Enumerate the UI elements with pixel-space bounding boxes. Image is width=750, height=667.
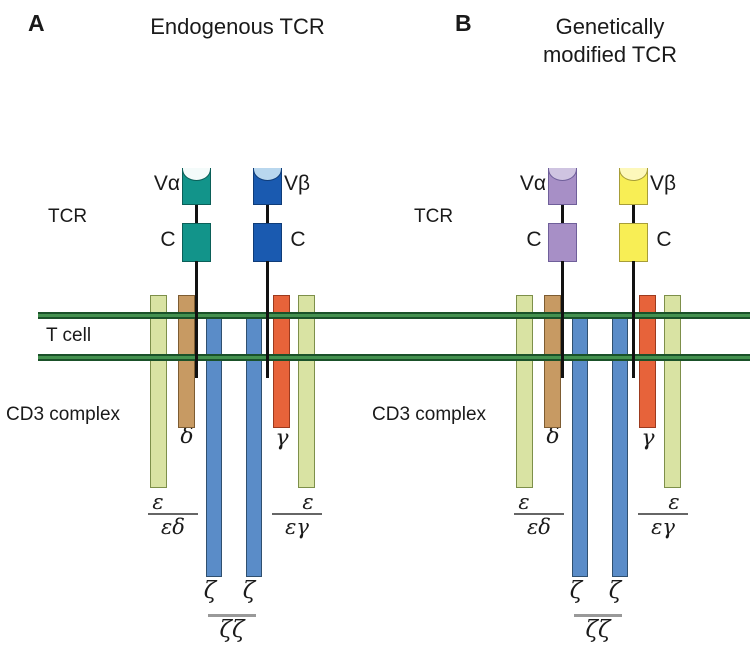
zeta-1-label: ζ	[203, 578, 217, 604]
panel-title-line1: Genetically	[555, 14, 665, 39]
cd3-gamma-bar	[273, 295, 290, 428]
v-alpha-domain	[548, 168, 577, 205]
beta-vc-connector	[632, 204, 635, 224]
zeta-zeta-label: ζζ	[219, 617, 245, 643]
membrane-outer-line	[38, 312, 750, 319]
alpha-chain-line	[195, 261, 198, 378]
cd3-delta-bar	[544, 295, 561, 428]
zeta-2-label: ζ	[608, 578, 622, 604]
panel-letter: B	[455, 10, 472, 36]
zeta-1-label: ζ	[569, 578, 583, 604]
delta-label: δ	[546, 424, 560, 449]
c-beta-label: C	[656, 228, 672, 251]
beta-chain-line	[632, 261, 635, 378]
epsilon-delta-label: εδ	[527, 515, 551, 539]
epsilon-delta-fraction-line	[514, 513, 564, 515]
epsilon-left-numerator: ε	[518, 490, 530, 514]
tcr-label: TCR	[48, 206, 88, 227]
delta-label: δ	[180, 424, 194, 449]
c-alpha-label: C	[160, 228, 176, 251]
epsilon-delta-fraction-line	[148, 513, 198, 515]
alpha-chain-line	[561, 261, 564, 378]
c-beta-label: C	[290, 228, 306, 251]
membrane-inner-line	[38, 354, 750, 361]
alpha-vc-connector	[195, 204, 198, 224]
panel-title: Genetically modified TCR	[466, 13, 750, 69]
tcr-label: TCR	[414, 206, 454, 227]
t-cell-label: T cell	[46, 325, 92, 346]
v-beta-domain	[619, 168, 648, 205]
epsilon-gamma-label: εγ	[285, 515, 309, 539]
cd3-gamma-bar	[639, 295, 656, 428]
cd3-complex-label: CD3 complex	[6, 404, 121, 425]
c-alpha-domain	[182, 223, 211, 262]
panel-title-line2: modified TCR	[542, 42, 678, 67]
gamma-label: γ	[641, 426, 655, 451]
cd3-delta-bar	[178, 295, 195, 428]
cd3-complex-label: CD3 complex	[372, 404, 487, 425]
v-alpha-notch	[182, 168, 211, 181]
c-beta-domain	[253, 223, 282, 262]
v-alpha-domain	[182, 168, 211, 205]
panel-title-line1: Endogenous TCR	[150, 14, 325, 39]
panel-endogenous-tcr: A Endogenous TCR TCR Vα C Vβ C CD3 comp	[6, 10, 325, 643]
v-alpha-label: Vα	[153, 172, 180, 195]
cd3-epsilon-right-bar	[664, 295, 681, 488]
v-beta-notch	[619, 168, 648, 181]
panel-letter: A	[28, 10, 45, 36]
epsilon-right-numerator: ε	[302, 490, 314, 514]
v-beta-domain	[253, 168, 282, 205]
v-beta-label: Vβ	[650, 172, 677, 195]
zeta-zeta-label: ζζ	[585, 617, 611, 643]
beta-vc-connector	[266, 204, 269, 224]
gamma-label: γ	[275, 426, 289, 451]
v-alpha-label: Vα	[519, 172, 546, 195]
alpha-vc-connector	[561, 204, 564, 224]
cd3-epsilon-left-bar	[150, 295, 167, 488]
c-alpha-domain	[548, 223, 577, 262]
cd3-epsilon-right-bar	[298, 295, 315, 488]
epsilon-gamma-fraction-line	[272, 513, 322, 515]
zeta-zeta-fraction-line	[574, 614, 622, 617]
v-beta-notch	[253, 168, 282, 181]
c-beta-domain	[619, 223, 648, 262]
epsilon-delta-label: εδ	[161, 515, 185, 539]
epsilon-gamma-fraction-line	[638, 513, 688, 515]
beta-chain-line	[266, 261, 269, 378]
epsilon-left-numerator: ε	[152, 490, 164, 514]
panel-title: Endogenous TCR	[95, 13, 380, 41]
epsilon-gamma-label: εγ	[651, 515, 675, 539]
panel-genetically-modified-tcr: B Genetically modified TCR TCR Vα C Vβ C	[366, 0, 741, 667]
v-beta-label: Vβ	[284, 172, 311, 195]
v-alpha-notch	[548, 168, 577, 181]
c-alpha-label: C	[526, 228, 542, 251]
cd3-epsilon-left-bar	[516, 295, 533, 488]
zeta-2-label: ζ	[242, 578, 256, 604]
epsilon-right-numerator: ε	[668, 490, 680, 514]
zeta-zeta-fraction-line	[208, 614, 256, 617]
